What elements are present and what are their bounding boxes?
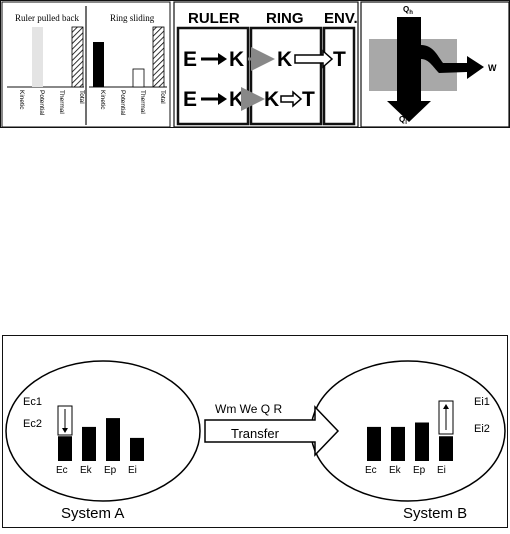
- row2-hollow-arrow: [280, 90, 303, 108]
- row1-k2: K: [277, 48, 292, 71]
- row1-k1: K: [229, 48, 244, 71]
- right-bar-thermal: [132, 68, 145, 88]
- system-b-bar-ek: [391, 426, 405, 461]
- system-b-bar-label-ec: Ec: [365, 465, 377, 476]
- env-box: [322, 26, 356, 126]
- bar-chart-panel: Ruler pulled back Ring sliding Kinetic Po…: [1, 1, 171, 128]
- row1-e: E: [183, 48, 197, 71]
- system-b-ei1-label: Ei1: [474, 396, 490, 408]
- system-a-bar-label-ei: Ei: [128, 465, 137, 476]
- system-a-bar-label-ec: Ec: [56, 465, 68, 476]
- header-ruler: RULER: [188, 10, 240, 27]
- system-a-bar-ep: [106, 418, 120, 461]
- row1-hollow-arrow: [294, 49, 334, 69]
- ruler-box: [176, 26, 250, 126]
- right-chart-bars: [93, 26, 165, 88]
- right-bar-label-thermal: Thermal: [139, 90, 146, 114]
- row2-k2: K: [264, 88, 279, 111]
- ql-label: Ql: [399, 115, 407, 126]
- transfer-quantities: Wm We Q R: [215, 402, 282, 416]
- right-bar-kinetic: [93, 42, 104, 87]
- right-chart-labels: Kinetic Potential Thermal Total: [99, 90, 166, 116]
- left-chart-labels: Kinetic Potential Thermal Total: [18, 90, 85, 116]
- right-bar-total: [152, 26, 165, 88]
- system-a-ec2-label: Ec2: [23, 418, 42, 430]
- system-a-ellipse: [5, 360, 201, 502]
- left-chart-bars: [32, 26, 84, 88]
- qh-label: Qh: [403, 5, 413, 16]
- right-chart-title: Ring sliding: [110, 13, 155, 23]
- system-b-bars: Ec Ek Ep Ei: [365, 422, 453, 476]
- left-bar-label-kinetic: Kinetic: [18, 90, 25, 110]
- row1-t: T: [333, 48, 346, 71]
- system-a-bar-ec: [58, 436, 72, 461]
- energy-figure-strip: Ruler pulled back Ring sliding Kinetic Po…: [0, 0, 510, 128]
- right-bar-label-total: Total: [159, 90, 166, 104]
- system-a-name: System A: [61, 505, 124, 522]
- system-b-name: System B: [403, 505, 467, 522]
- work-arrow: [421, 45, 484, 79]
- system-b-bar-ep: [415, 422, 429, 461]
- row2-e: E: [183, 88, 197, 111]
- heat-engine-panel: Qh Ql W: [360, 1, 510, 128]
- left-chart-title: Ruler pulled back: [15, 13, 79, 23]
- system-b-bar-label-ep: Ep: [413, 465, 426, 476]
- energy-figure-strip-svg: Ruler pulled back Ring sliding Kinetic Po…: [1, 1, 510, 128]
- row2-t: T: [302, 88, 315, 111]
- right-bar-label-potential: Potential: [119, 90, 126, 116]
- energy-flow-panel: RULER RING ENV. E K K T E K K T: [173, 1, 359, 128]
- left-bar-label-total: Total: [78, 90, 85, 104]
- system-a-bar-ek: [82, 426, 96, 461]
- system-b-bar-label-ei: Ei: [437, 465, 446, 476]
- row2-k1: K: [229, 88, 244, 111]
- left-bar-total: [71, 26, 84, 88]
- heat-flow-arrow: [387, 17, 431, 122]
- header-ring: RING: [266, 10, 304, 27]
- system-b-bar-label-ek: Ek: [389, 465, 402, 476]
- system-b-ei2-label: Ei2: [474, 423, 490, 435]
- left-bar-potential: [32, 27, 43, 87]
- system-a-bar-label-ep: Ep: [104, 465, 117, 476]
- header-env: ENV.: [324, 10, 358, 27]
- system-b-bar-ec: [367, 426, 381, 461]
- transfer-label: Transfer: [231, 426, 280, 441]
- system-a-bar-label-ek: Ek: [80, 465, 93, 476]
- ring-box: [249, 26, 323, 126]
- system-b-bar-ei: [439, 436, 453, 461]
- w-label: W: [488, 63, 497, 73]
- left-bar-label-potential: Potential: [38, 90, 45, 116]
- left-bar-label-thermal: Thermal: [58, 90, 65, 114]
- right-bar-label-kinetic: Kinetic: [99, 90, 106, 110]
- system-a-bar-ei: [130, 437, 144, 461]
- system-a-bars: Ec Ek Ep Ei: [56, 418, 144, 476]
- transfer-arrow: [204, 405, 340, 457]
- system-a-ec1-label: Ec1: [23, 396, 42, 408]
